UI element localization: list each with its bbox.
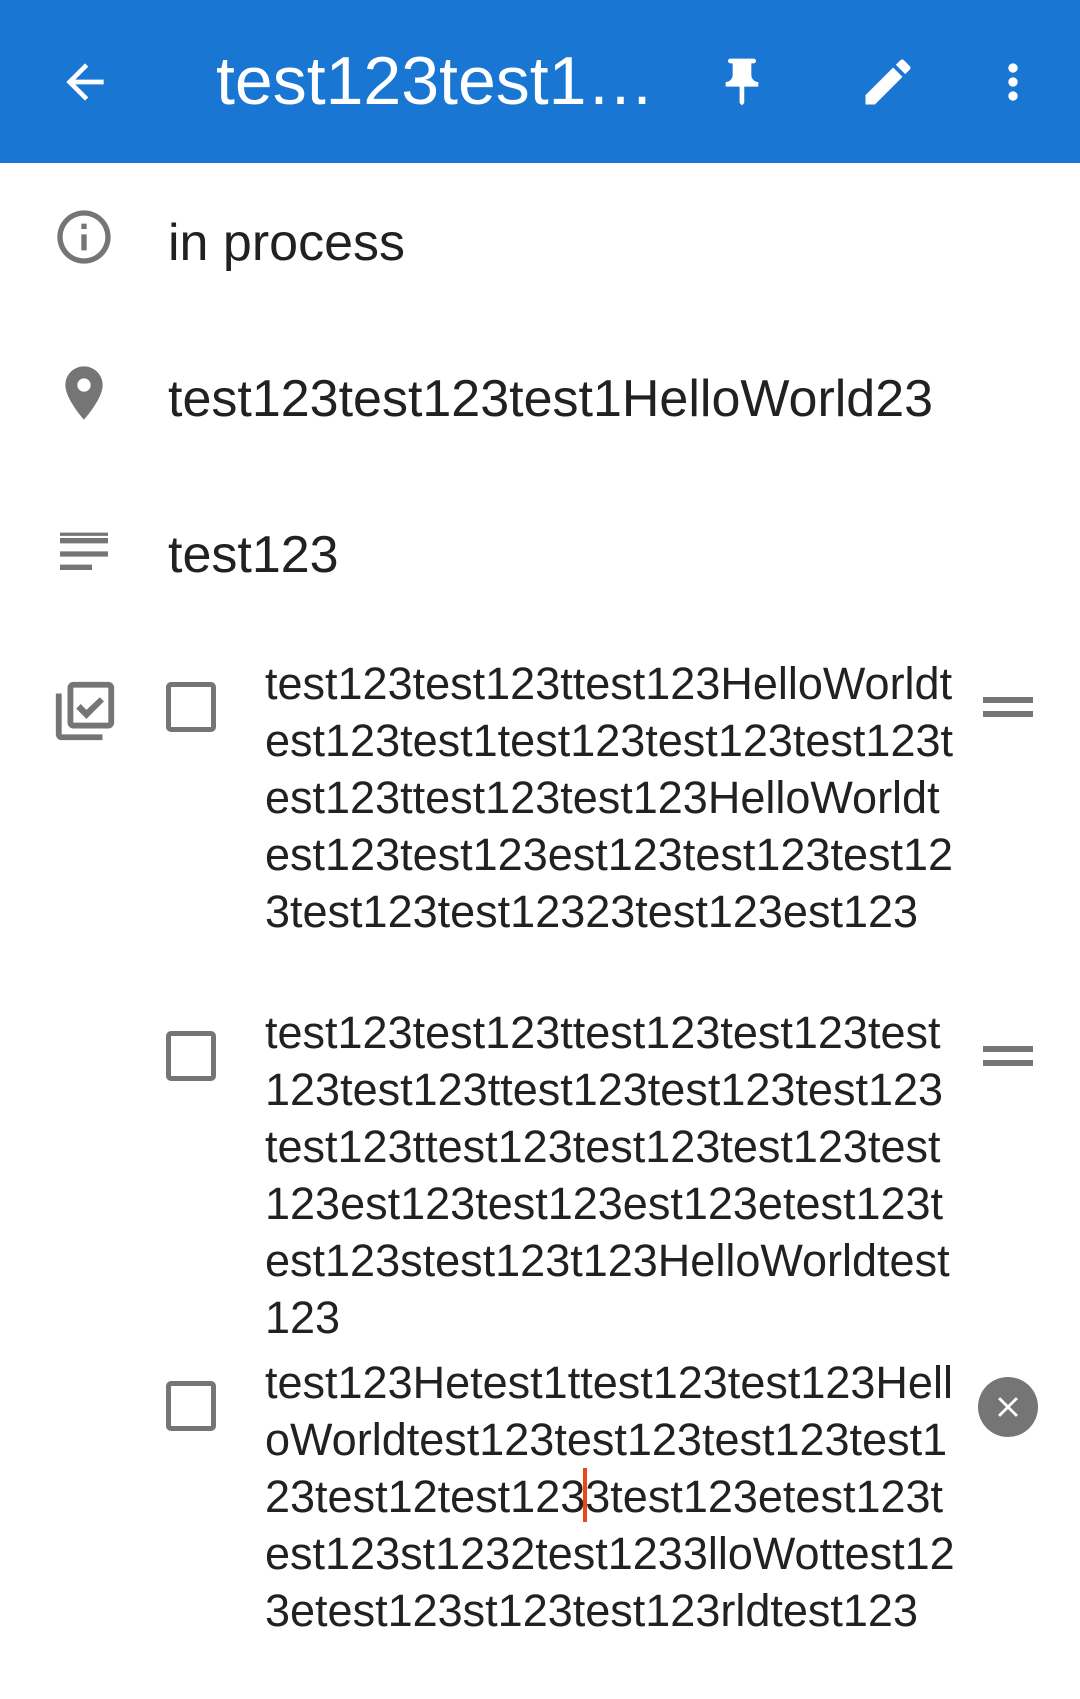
item-checkbox[interactable] xyxy=(166,1381,216,1431)
place-icon xyxy=(52,361,116,425)
more-vert-icon xyxy=(1008,63,1018,101)
edit-pencil-icon xyxy=(865,59,911,105)
remove-item-button[interactable] xyxy=(978,1377,1038,1437)
item-text[interactable]: test123test123ttest123test123test123test… xyxy=(265,1007,950,1343)
text-before-cursor: test123Hetest1ttest123test123HelloWorldt… xyxy=(265,1357,953,1522)
description-row[interactable]: test123 xyxy=(0,512,1080,602)
text-cursor xyxy=(583,1468,588,1522)
close-icon xyxy=(998,1397,1018,1417)
item-text[interactable]: test123test123ttest123HelloWorldtest123t… xyxy=(265,658,954,937)
location-row[interactable]: test123test123test1HelloWorld23 xyxy=(0,356,1080,446)
location-text: test123test123test1HelloWorld23 xyxy=(168,370,934,428)
back-button[interactable] xyxy=(40,37,130,127)
checklist-item-editing: test123Hetest1ttest123test123HelloWorldt… xyxy=(0,1354,1080,1699)
status-row[interactable]: in process xyxy=(0,200,1080,290)
task-title: test123test123test1HelloWorld23 xyxy=(216,43,676,119)
app-bar: test123test123test1HelloWorld23 xyxy=(0,0,1080,163)
text-after-cursor: 3test123etest123test123st1232test1233llo… xyxy=(265,1471,955,1636)
description-text: test123 xyxy=(168,526,339,584)
checklist-item: test123test123ttest123HelloWorldtest123t… xyxy=(0,655,1080,1000)
pin-icon xyxy=(725,58,759,106)
notes-icon xyxy=(52,522,116,586)
back-arrow-icon xyxy=(66,63,104,101)
drag-handle-icon[interactable] xyxy=(983,697,1033,719)
edit-button[interactable] xyxy=(843,37,933,127)
status-text: in process xyxy=(168,214,405,272)
pin-button[interactable] xyxy=(697,37,787,127)
checklist-item: test123test123ttest123test123test123test… xyxy=(0,1004,1080,1349)
item-checkbox[interactable] xyxy=(166,1031,216,1081)
item-checkbox[interactable] xyxy=(166,682,216,732)
more-options-button[interactable] xyxy=(968,37,1058,127)
checklist-icon xyxy=(50,676,120,746)
info-icon xyxy=(52,205,116,269)
drag-handle-icon[interactable] xyxy=(983,1046,1033,1068)
item-text-input[interactable]: test123Hetest1ttest123test123HelloWorldt… xyxy=(265,1354,955,1639)
